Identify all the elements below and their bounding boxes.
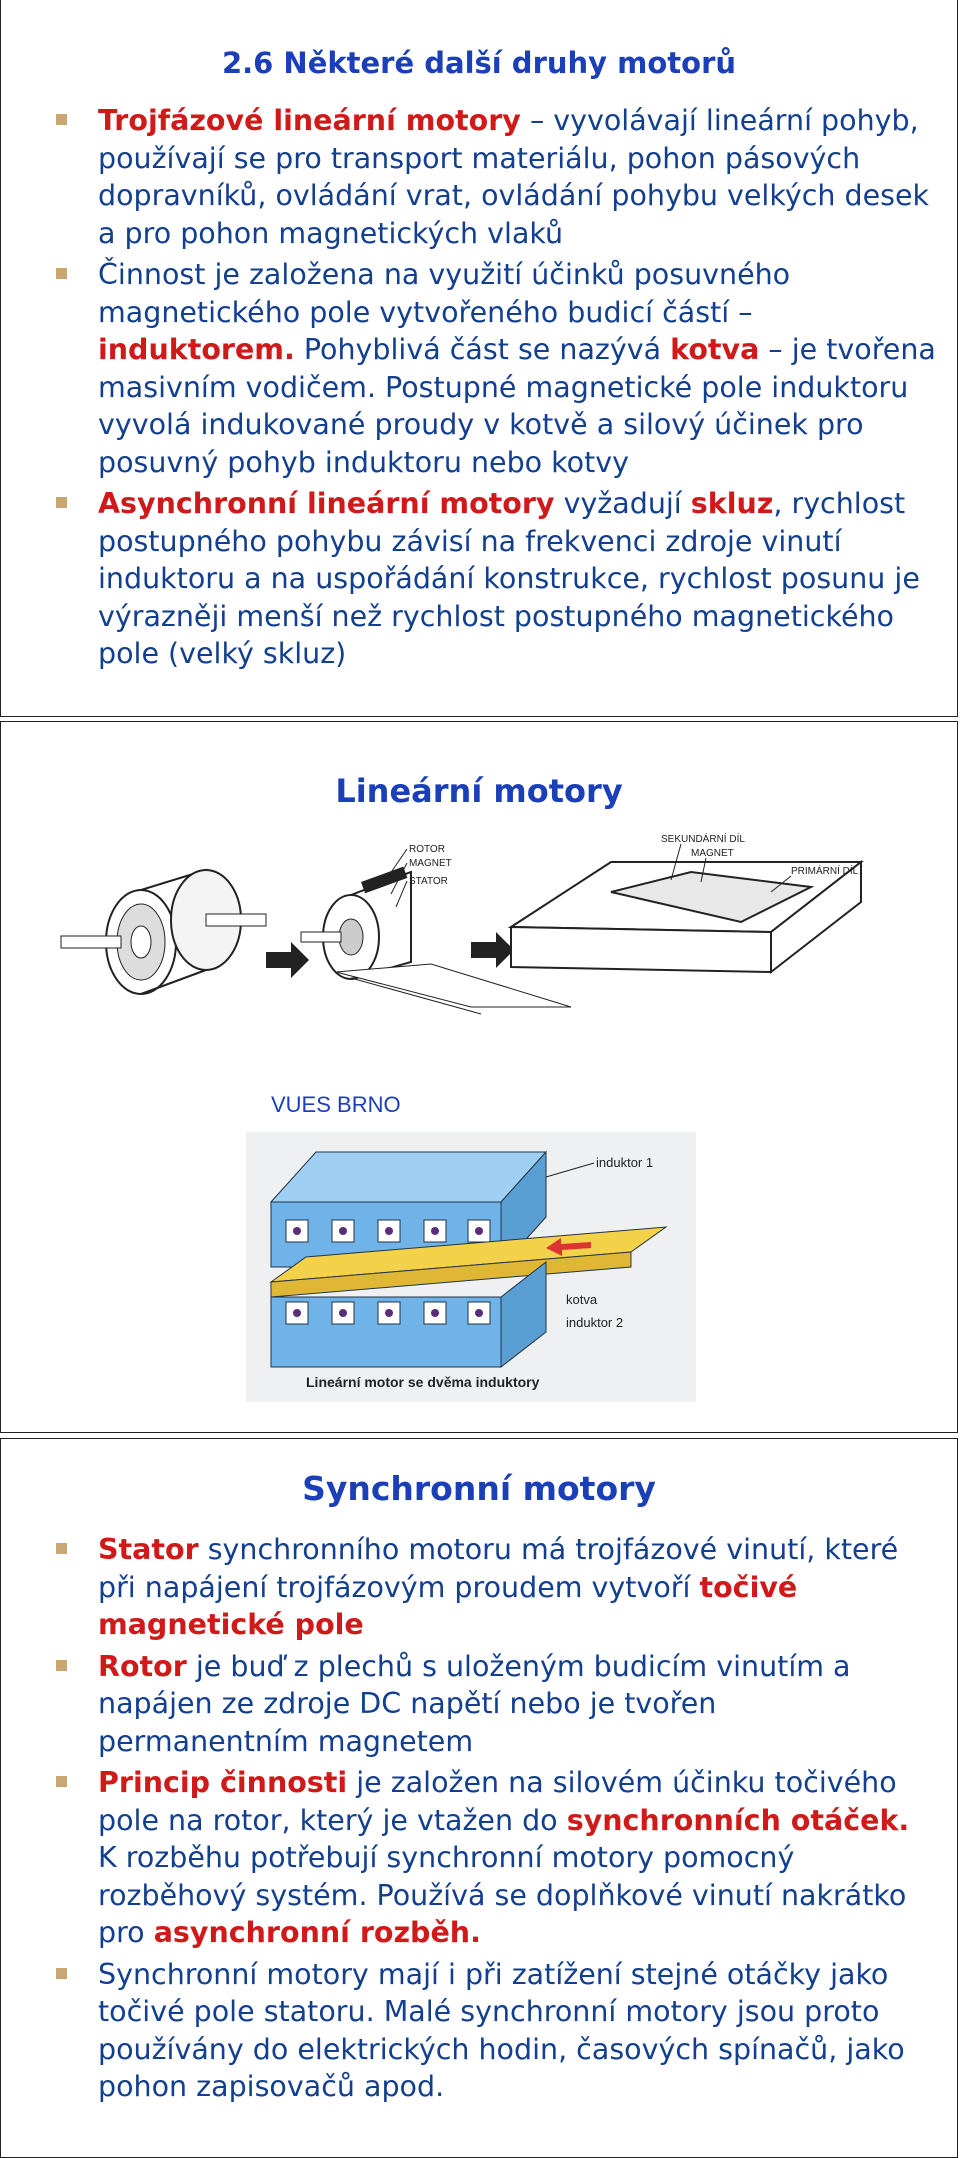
bullet-square-icon [56,1543,67,1554]
arrow-icon [471,932,514,968]
bullet-item: Princip činnosti je založen na silovém ú… [56,1764,936,1952]
label-secondary-part: SEKUNDÁRNÍ DÍL [661,832,745,845]
label-primary-part: PRIMÁRNÍ DÍL [791,864,859,877]
highlighted-term: Trojfázové lineární motory [98,104,521,137]
label-rotor: ROTOR [409,844,445,855]
arrow-icon [546,1238,591,1256]
partially-unrolled-motor: ROTOR MAGNET STATOR [300,844,572,1015]
label-inductor-1: induktor 1 [596,1155,653,1170]
highlighted-term: skluz [690,487,774,520]
slide-linear-motors-figures: Lineární motory ROTOR MAGNET STATOR [0,721,958,1433]
bullet-square-icon [56,1967,67,1979]
bullet-item: Stator synchronního motoru má trojfázové… [56,1531,936,1644]
bullet-text: K rozběhu potřebují synchronní motory po… [98,1841,907,1949]
slide-synchronous-motors: Synchronní motory Stator synchronního mo… [0,1438,958,2158]
bullet-item: Rotor je buď z plechů s uloženým budicím… [56,1648,936,1761]
label-stator: STATOR [409,876,448,887]
arrow-icon [266,942,309,978]
bullet-square-icon [56,114,67,125]
figure-caption: Lineární motor se dvěma induktory [306,1374,540,1390]
bullet-text: je buď z plechů s uloženým budicím vinut… [98,1649,851,1758]
label-inductor-2: induktor 2 [566,1315,623,1330]
bullet-square-icon [56,1776,67,1787]
bullet-item: Asynchronní lineární motory vyžadují skl… [56,485,936,673]
bullet-text: Pohyblivá část se nazývá [294,333,671,366]
label-armature: kotva [566,1292,598,1307]
bullet-list: Trojfázové lineární motory – vyvolávají … [56,102,936,677]
slide-title: Lineární motory [335,772,623,810]
armature-plate [269,1226,668,1298]
slide-linear-motors-text: 2.6 Některé další druhy motorů Trojfázov… [0,0,958,717]
highlighted-term: Asynchronní lineární motory [98,487,555,520]
bullet-text: synchronního motoru má trojfázové vinutí… [98,1533,899,1604]
inductor-2 [270,1260,547,1369]
highlighted-term: Stator [98,1533,199,1566]
bullet-item: Synchronní motory mají i při zatížení st… [56,1956,936,2106]
bullet-item: Trojfázové lineární motory – vyvolávají … [56,102,936,252]
bullet-text: je založen na silovém účinku točivého po… [98,1766,897,1837]
bullet-text: Synchronní motory mají i při zatížení st… [98,1957,905,2104]
bullet-square-icon [56,268,67,279]
slide-title: Synchronní motory [302,1469,656,1508]
slide-title: 2.6 Některé další druhy motorů [221,46,737,80]
source-caption: VUES BRNO [271,1092,401,1117]
bullet-square-icon [56,497,67,508]
label-magnet-2: MAGNET [691,848,734,859]
highlighted-term: asynchronní rozběh. [153,1916,481,1949]
cylindrical-motor [60,868,267,995]
bullet-square-icon [56,1659,67,1671]
highlighted-term: kotva [670,333,760,366]
bullet-list: Stator synchronního motoru má trojfázové… [56,1531,936,2110]
bullet-text: Činnost je založena na využití účinků po… [98,258,791,329]
highlighted-term: induktorem. [98,333,295,366]
highlighted-term: točivé magnetické pole [98,1570,798,1642]
label-magnet: MAGNET [409,858,452,869]
linear-motor-unrolling-diagram: ROTOR MAGNET STATOR SEKUNDÁRNÍ DÍL MAGNE… [60,832,864,1015]
highlighted-term: synchronních otáček. [566,1803,910,1837]
flat-linear-motor: SEKUNDÁRNÍ DÍL MAGNET PRIMÁRNÍ DÍL [507,832,864,975]
highlighted-term: Princip činnosti [98,1766,348,1799]
double-inductor-motor-diagram: induktor 1 kotva induktor 2 Lineární mot… [246,1132,696,1402]
bullet-text: vyžadují [554,487,691,520]
bullet-text: – je tvořena masivním vodičem. Postupné … [98,333,936,479]
bullet-item: Činnost je založena na využití účinků po… [56,256,936,481]
bullet-text: – vyvolávají lineární pohyb, používají s… [98,104,930,250]
bullet-text: , rychlost postupného pohybu závisí na f… [98,487,920,670]
highlighted-term: Rotor [98,1649,187,1683]
